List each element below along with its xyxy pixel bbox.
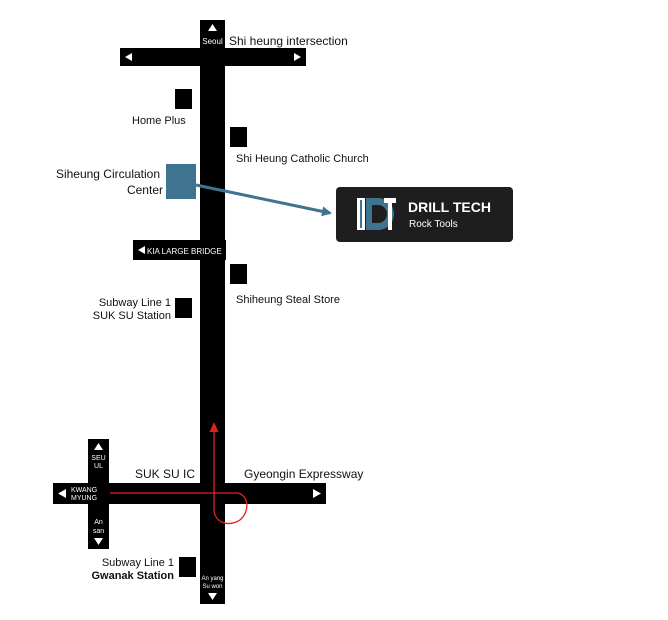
- gwanak-station-marker: [179, 557, 196, 577]
- arrow-left-icon: [125, 53, 132, 61]
- seoul-label: Seoul: [202, 37, 223, 46]
- seoul-south-label: SEU: [91, 455, 105, 462]
- circulation-center-marker: [166, 164, 196, 199]
- arrow-up-icon: [94, 443, 103, 450]
- main-north-south-road: [200, 20, 225, 604]
- pointer-arrow: [195, 183, 332, 217]
- brand-tagline: Rock Tools: [409, 219, 458, 230]
- arrow-left-icon: [138, 246, 145, 254]
- drill-tech-logo-icon: [357, 198, 396, 230]
- arrow-down-icon: [94, 538, 103, 545]
- home-plus-marker: [175, 89, 192, 109]
- brand-name: DRILL TECH: [408, 199, 491, 215]
- shi-heung-intersection-label: Shi heung intersection: [229, 34, 348, 48]
- seoul-south-label: UL: [94, 463, 103, 470]
- kia-bridge-road: [133, 240, 226, 260]
- suk-su-station-label: Subway Line 1: [99, 297, 171, 309]
- ansan-label: san: [93, 528, 104, 535]
- route-path: [110, 432, 248, 525]
- suk-su-station-label: SUK SU Station: [93, 310, 171, 322]
- anyang-suwon-label: Su won: [202, 584, 222, 590]
- gyeongin-expressway-label: Gyeongin Expressway: [244, 467, 363, 481]
- arrow-up-icon: [208, 24, 217, 31]
- circulation-center-label: Center: [127, 183, 163, 197]
- ansan-label: An: [94, 519, 103, 526]
- suk-su-station-marker: [175, 298, 192, 318]
- top-east-west-road: [120, 48, 306, 66]
- anyang-suwon-label: An yang: [201, 576, 223, 582]
- kia-large-bridge-label: KIA LARGE BRIDGE: [147, 247, 222, 256]
- gwanak-station-label: Subway Line 1: [102, 557, 174, 569]
- gwanak-station-label: Gwanak Station: [91, 570, 174, 582]
- arrow-right-icon: [313, 489, 321, 498]
- arrow-left-icon: [58, 489, 66, 498]
- drill-tech-box: DRILL TECH Rock Tools: [336, 187, 513, 242]
- kwangmyung-label: KWANG: [71, 487, 97, 494]
- arrow-right-icon: [294, 53, 301, 61]
- arrow-down-icon: [208, 593, 217, 600]
- home-plus-label: Home Plus: [132, 115, 186, 127]
- steal-store-marker: [230, 264, 247, 284]
- steal-store-label: Shiheung Steal Store: [236, 294, 340, 306]
- catholic-church-label: Shi Heung Catholic Church: [236, 153, 369, 165]
- circulation-center-label: Siheung Circulation: [56, 167, 160, 181]
- kwangmyung-label: MYUNG: [71, 495, 97, 502]
- suk-su-ic-label: SUK SU IC: [135, 467, 195, 481]
- catholic-church-marker: [230, 127, 247, 147]
- route-arrowhead-icon: [209, 422, 219, 432]
- left-north-south-road: [88, 439, 109, 549]
